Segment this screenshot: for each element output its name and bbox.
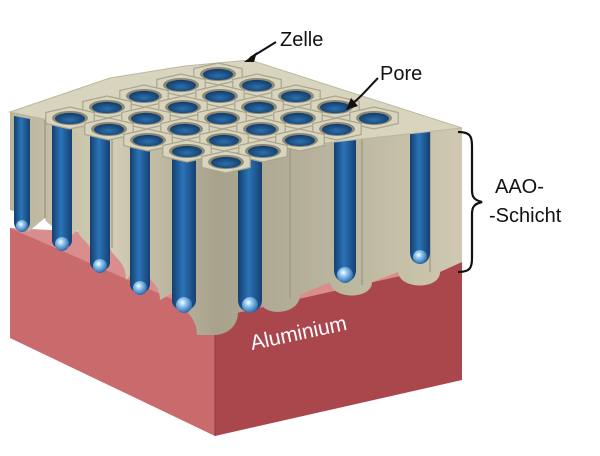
pore-opening [168,101,198,114]
pore-opening [166,79,196,92]
pore-opening [172,145,202,158]
pore-opening [129,90,159,103]
layer-brace [457,130,483,274]
cell-arrow-head [244,52,257,62]
pore-opening [203,68,233,81]
pore-opening [283,112,313,125]
oxide-top-surface [8,59,463,174]
pore-opening [170,123,200,136]
pore-opening [92,101,122,114]
pore-opening [94,123,124,136]
pore-opening [242,79,272,92]
pore-arrow-line [351,77,379,105]
pore-opening [244,101,274,114]
pore-arrow-head [346,98,358,110]
pore-bottom-spheres [16,220,427,313]
pore-opening [209,134,239,147]
pore-opening [131,112,161,125]
pore-opening [246,123,276,136]
pore-opening [320,101,350,114]
side-pore-channels [238,132,430,312]
pore-channels [14,116,430,313]
pore-opening [285,134,315,147]
pore-opening [55,112,85,125]
pore-opening [322,123,352,136]
hexagonal-cells [45,62,399,174]
pore-label: Pore [380,63,422,85]
pore-opening [133,134,163,147]
layer-label-line2: -Schicht [489,205,562,227]
pore-opening [248,145,278,158]
aluminium-front-face [10,228,215,436]
pore-opening [359,112,389,125]
pore-opening [207,112,237,125]
front-pore-channels [14,116,196,311]
pore-opening [281,90,311,103]
cell-label: Zelle [280,29,323,51]
pore-opening [205,90,235,103]
pore-opening [211,156,241,169]
layer-label-line1: AAO- [495,176,544,198]
